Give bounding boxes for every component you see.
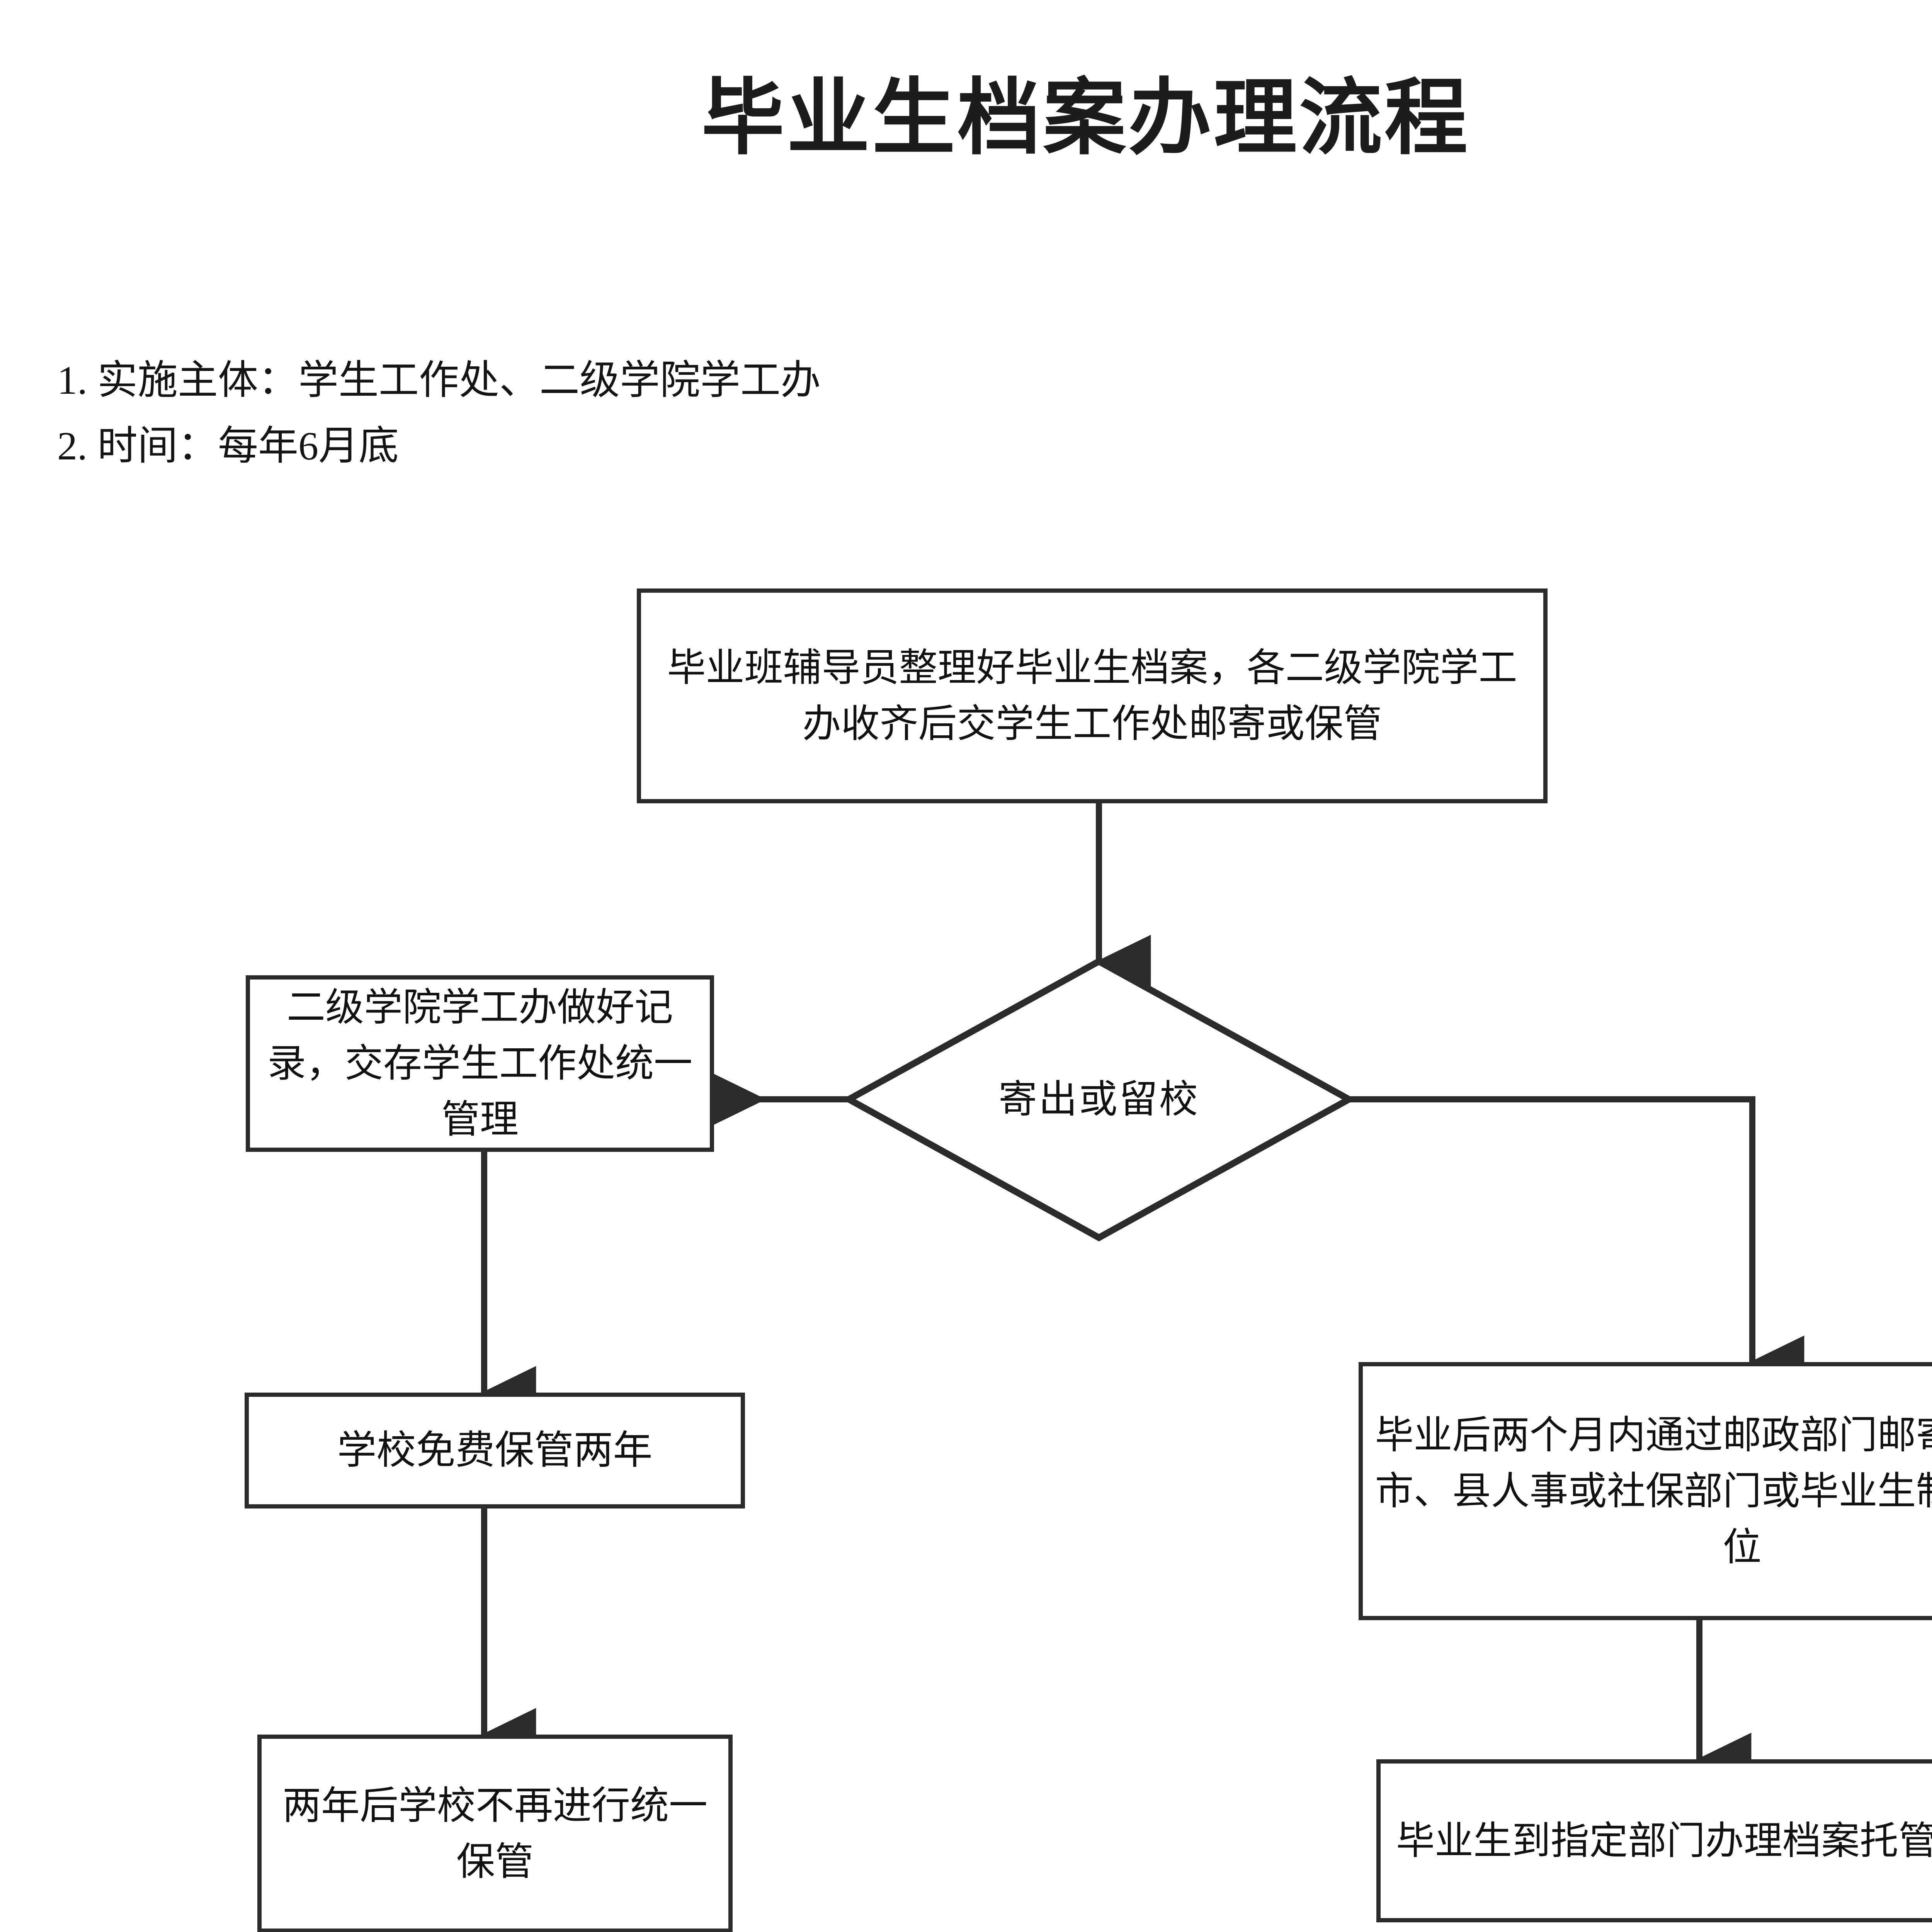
flow-node-handle-custody[interactable]: 毕业生到指定部门办理档案托管手续 <box>1376 1759 1932 1922</box>
flow-node-decision-label: 寄出或留校 <box>998 1078 1199 1121</box>
flow-node-start[interactable]: 毕业班辅导员整理好毕业生档案，各二级学院学工办收齐后交学生工作处邮寄或保管 <box>637 588 1548 803</box>
flow-node-record-label: 二级学院学工办做好记录，交存学生工作处统一管理 <box>267 986 692 1141</box>
flow-node-keep-two-years[interactable]: 学校免费保管两年 <box>245 1393 745 1509</box>
flow-node-mail-out[interactable]: 毕业后两个月内通过邮政部门邮寄回生源地市、县人事或社保部门或毕业生制定接收单位 <box>1359 1362 1932 1620</box>
flow-node-record[interactable]: 二级学院学工办做好记录，交存学生工作处统一管理 <box>246 975 714 1152</box>
flow-node-stop-storage[interactable]: 两年后学校不再进行统一保管 <box>257 1735 733 1932</box>
note-line-1: 1. 实施主体：学生工作处、二级学院学工办 <box>57 358 821 403</box>
page-title: 毕业生档案办理流程 <box>701 71 1470 164</box>
note-line-2: 2. 时间：每年6月底 <box>57 424 399 468</box>
flow-node-stop-storage-label: 两年后学校不再进行统一保管 <box>282 1784 707 1883</box>
flow-node-decision[interactable]: 寄出或留校 <box>849 961 1349 1238</box>
flow-node-handle-custody-label: 毕业生到指定部门办理档案托管手续 <box>1396 1819 1932 1862</box>
flow-node-mail-out-label: 毕业后两个月内通过邮政部门邮寄回生源地市、县人事或社保部门或毕业生制定接收单位 <box>1375 1413 1932 1569</box>
notes-block: 1. 实施主体：学生工作处、二级学院学工办 2. 时间：每年6月底 <box>57 348 821 479</box>
flow-node-keep-two-years-label: 学校免费保管两年 <box>337 1429 653 1473</box>
decision-diamond-shape <box>842 957 1356 1242</box>
flow-node-start-label: 毕业班辅导员整理好毕业生档案，各二级学院学工办收齐后交学生工作处邮寄或保管 <box>667 646 1517 745</box>
edge-decision-to-mail <box>1349 1096 1804 1389</box>
